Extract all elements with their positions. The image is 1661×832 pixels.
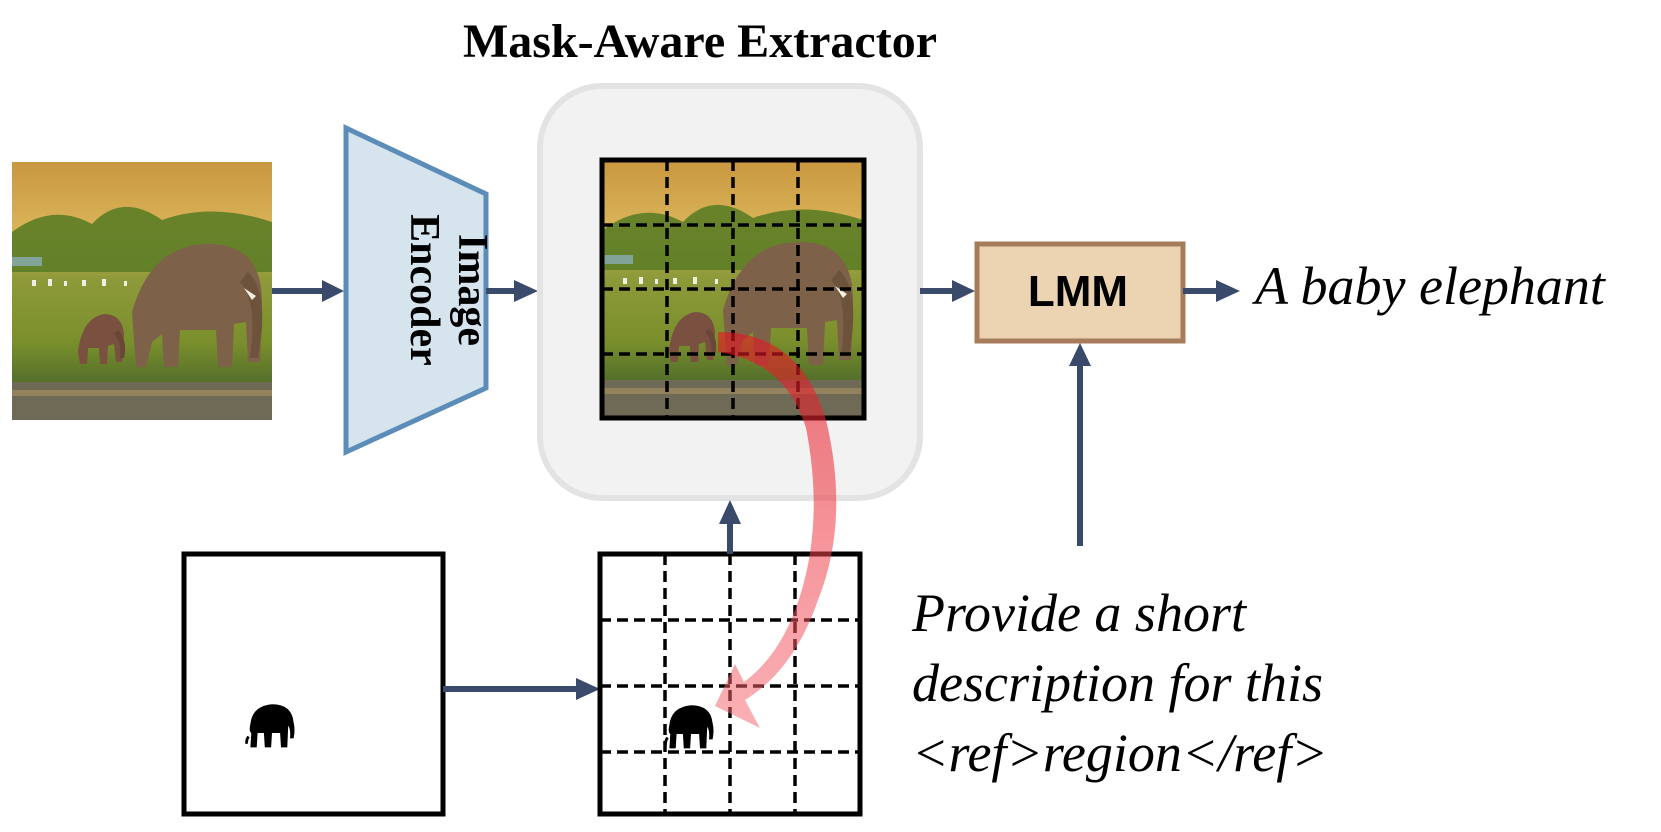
input-photo [12,162,272,420]
encoder-to-extractor-arrowhead [514,280,538,302]
prompt-line-2: description for this [912,653,1324,713]
lmm-to-output-arrowhead [1216,280,1240,302]
prompt-text: Provide a short description for this <re… [912,578,1472,788]
extractor-title: Mask-Aware Extractor [462,15,938,68]
lmm-label: LMM [1027,267,1129,316]
extractor-to-lmm-arrowhead [952,280,975,302]
encoder-label-line1: Image [449,234,495,346]
binary-mask-box [181,551,446,817]
output-text: A baby elephant [1255,256,1605,316]
image-encoder-label: Image Encoder [401,190,496,390]
prompt-line-1: Provide a short [912,583,1246,643]
prompt-to-lmm-arrowhead [1069,343,1091,366]
photo-to-encoder-arrowhead [322,280,344,302]
grid-to-extractor-arrowhead [719,500,741,524]
encoder-label-line2: Encoder [401,214,447,366]
mask-to-grid-arrowhead [576,678,600,700]
red-curved-arrow [715,332,837,728]
lmm-box [974,241,1186,344]
image-encoder-trapezoid [343,124,489,456]
prompt-line-3: <ref>region</ref> [912,723,1328,783]
